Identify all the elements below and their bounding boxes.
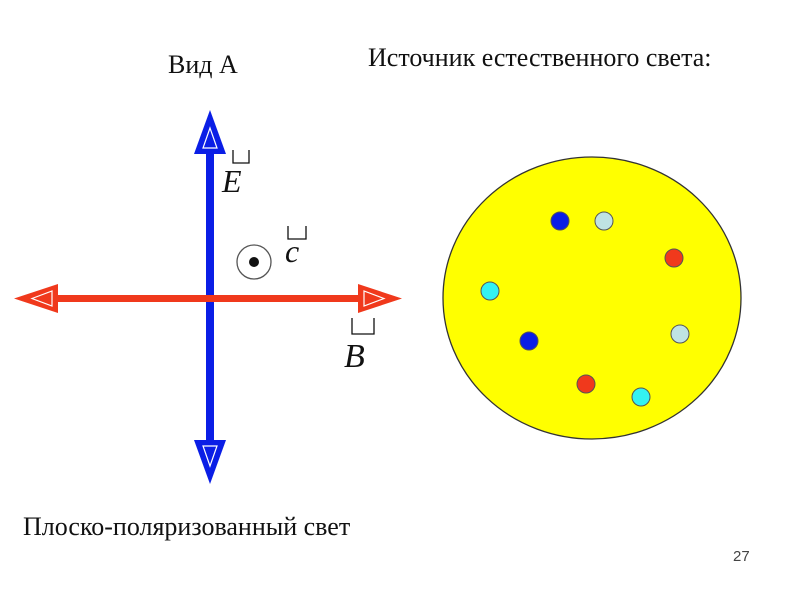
source-dot <box>664 248 684 268</box>
b-vector-arrowhead-right-inner <box>363 290 386 307</box>
e-vector-arrowhead-down-inner <box>202 445 218 468</box>
source-dot <box>576 374 596 394</box>
source-dots <box>480 211 690 407</box>
source-dot <box>550 211 570 231</box>
natural-light-source-disk <box>442 156 742 440</box>
source-dot <box>631 387 651 407</box>
e-label-group: E <box>221 150 250 199</box>
c-vector-out-of-page-symbol <box>236 244 272 280</box>
e-vector-arrowhead-down <box>194 440 226 484</box>
source-dot <box>480 281 500 301</box>
b-vector-shaft <box>50 295 368 302</box>
e-vector-arrowhead-up-inner <box>202 126 218 149</box>
b-vector-arrowhead-right <box>358 284 402 313</box>
b-vector-mark <box>351 318 375 335</box>
b-label: B <box>344 338 365 375</box>
view-a-title: Вид А <box>168 50 238 79</box>
page-number: 27 <box>733 548 750 565</box>
b-vector-arrowhead-left-inner <box>30 290 53 307</box>
plane-polarized-light-caption: Плоско-поляризованный свет <box>23 512 351 541</box>
e-label: E <box>221 163 242 199</box>
b-label-group: B <box>344 318 375 375</box>
c-label: c <box>285 233 299 269</box>
source-dot <box>594 211 614 231</box>
c-label-group: c <box>285 226 307 269</box>
b-vector-arrowhead-left <box>14 284 58 313</box>
source-dot <box>519 331 539 351</box>
natural-light-source-title: Источник естественного света: <box>368 43 712 72</box>
e-vector-arrowhead-up <box>194 110 226 154</box>
source-dot <box>670 324 690 344</box>
b-vector-arrow <box>14 284 402 313</box>
c-vector-dot <box>249 257 259 267</box>
c-vector-mark <box>287 226 307 240</box>
e-vector-mark <box>232 150 250 164</box>
